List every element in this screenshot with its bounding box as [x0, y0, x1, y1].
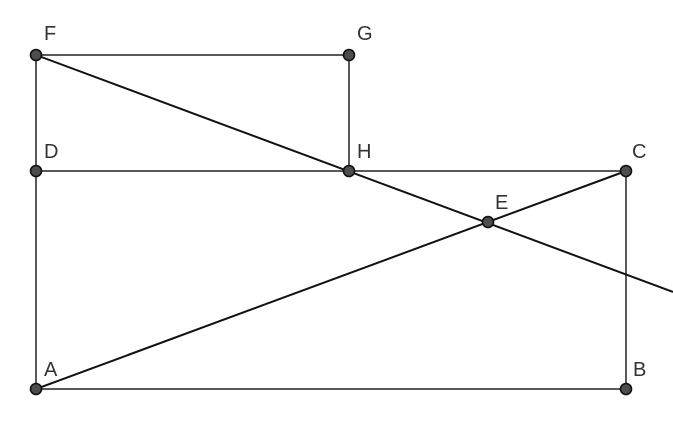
- point-H: [342, 164, 356, 178]
- segment-AC: [35, 170, 627, 390]
- point-E: [481, 215, 495, 229]
- label-C: C: [632, 141, 646, 163]
- label-B: B: [633, 359, 646, 381]
- label-F: F: [44, 23, 56, 45]
- point-F: [29, 48, 43, 62]
- label-H: H: [357, 141, 371, 163]
- label-G: G: [357, 23, 373, 45]
- label-E: E: [495, 192, 508, 214]
- point-B: [619, 382, 633, 396]
- label-A: A: [44, 359, 58, 381]
- label-D: D: [44, 141, 58, 163]
- point-C: [619, 164, 633, 178]
- point-G: [342, 48, 356, 62]
- point-A: [29, 382, 43, 396]
- point-D: [29, 164, 43, 178]
